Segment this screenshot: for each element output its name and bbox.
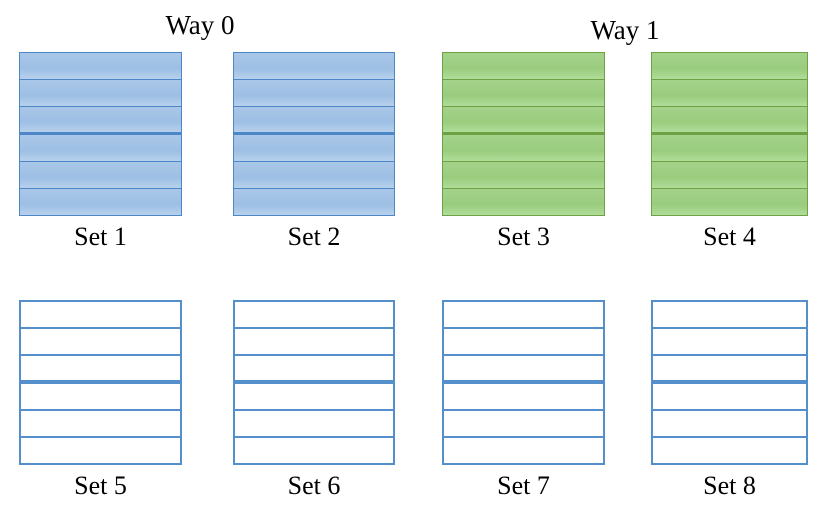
cache-line[interactable] <box>444 326 603 354</box>
cache-set-block[interactable] <box>651 52 808 216</box>
cache-line[interactable] <box>235 409 393 437</box>
cache-line[interactable] <box>443 132 604 162</box>
cache-set-block[interactable] <box>233 300 395 465</box>
cache-line[interactable] <box>652 132 807 162</box>
cache-line[interactable] <box>443 161 604 189</box>
cache-line[interactable] <box>652 161 807 189</box>
cache-line[interactable] <box>21 326 180 354</box>
cache-line[interactable] <box>444 380 603 410</box>
cache-line[interactable] <box>443 105 604 133</box>
cache-line[interactable] <box>653 436 806 463</box>
cache-line[interactable] <box>21 380 180 410</box>
cache-line[interactable] <box>653 353 806 381</box>
cache-line[interactable] <box>21 353 180 381</box>
set-caption: Set 4 <box>703 222 756 251</box>
cache-line[interactable] <box>234 53 394 79</box>
cache-line[interactable] <box>652 53 807 79</box>
cache-set-block[interactable] <box>442 300 605 465</box>
cache-line[interactable] <box>443 53 604 79</box>
cache-set-block[interactable] <box>19 52 182 216</box>
cache-line[interactable] <box>652 78 807 106</box>
set-caption: Set 6 <box>287 471 341 500</box>
cache-line[interactable] <box>20 132 181 162</box>
cache-line[interactable] <box>444 436 603 463</box>
set-caption: Set 3 <box>497 222 550 251</box>
cache-line[interactable] <box>235 353 393 381</box>
cache-line[interactable] <box>444 302 603 327</box>
cache-line[interactable] <box>653 302 806 327</box>
cache-line[interactable] <box>443 188 604 215</box>
way-1-heading: Way 1 <box>590 15 660 45</box>
set-caption: Set 5 <box>74 471 127 500</box>
cache-line[interactable] <box>20 78 181 106</box>
cache-line[interactable] <box>234 105 394 133</box>
cache-line[interactable] <box>234 161 394 189</box>
cache-line[interactable] <box>652 105 807 133</box>
cache-line[interactable] <box>235 380 393 410</box>
cache-line[interactable] <box>235 302 393 327</box>
cache-line[interactable] <box>443 78 604 106</box>
set-caption: Set 1 <box>74 222 127 251</box>
cache-line[interactable] <box>20 53 181 79</box>
cache-line[interactable] <box>235 326 393 354</box>
cache-set-block[interactable] <box>19 300 182 465</box>
cache-line[interactable] <box>234 188 394 215</box>
cache-line[interactable] <box>21 302 180 327</box>
cache-set-block[interactable] <box>442 52 605 216</box>
cache-line[interactable] <box>21 409 180 437</box>
cache-line[interactable] <box>653 409 806 437</box>
cache-set-block[interactable] <box>651 300 808 465</box>
set-caption: Set 7 <box>497 471 550 500</box>
cache-set-block[interactable] <box>233 52 395 216</box>
cache-line[interactable] <box>234 132 394 162</box>
cache-line[interactable] <box>653 380 806 410</box>
cache-line[interactable] <box>652 188 807 215</box>
cache-line[interactable] <box>21 436 180 463</box>
cache-line[interactable] <box>444 353 603 381</box>
cache-line[interactable] <box>235 436 393 463</box>
cache-line[interactable] <box>20 188 181 215</box>
way-0-heading: Way 0 <box>165 10 235 40</box>
cache-line[interactable] <box>20 161 181 189</box>
set-caption: Set 8 <box>703 471 756 500</box>
cache-line[interactable] <box>234 78 394 106</box>
cache-line[interactable] <box>653 326 806 354</box>
cache-line[interactable] <box>20 105 181 133</box>
cache-line[interactable] <box>444 409 603 437</box>
set-caption: Set 2 <box>287 222 341 251</box>
